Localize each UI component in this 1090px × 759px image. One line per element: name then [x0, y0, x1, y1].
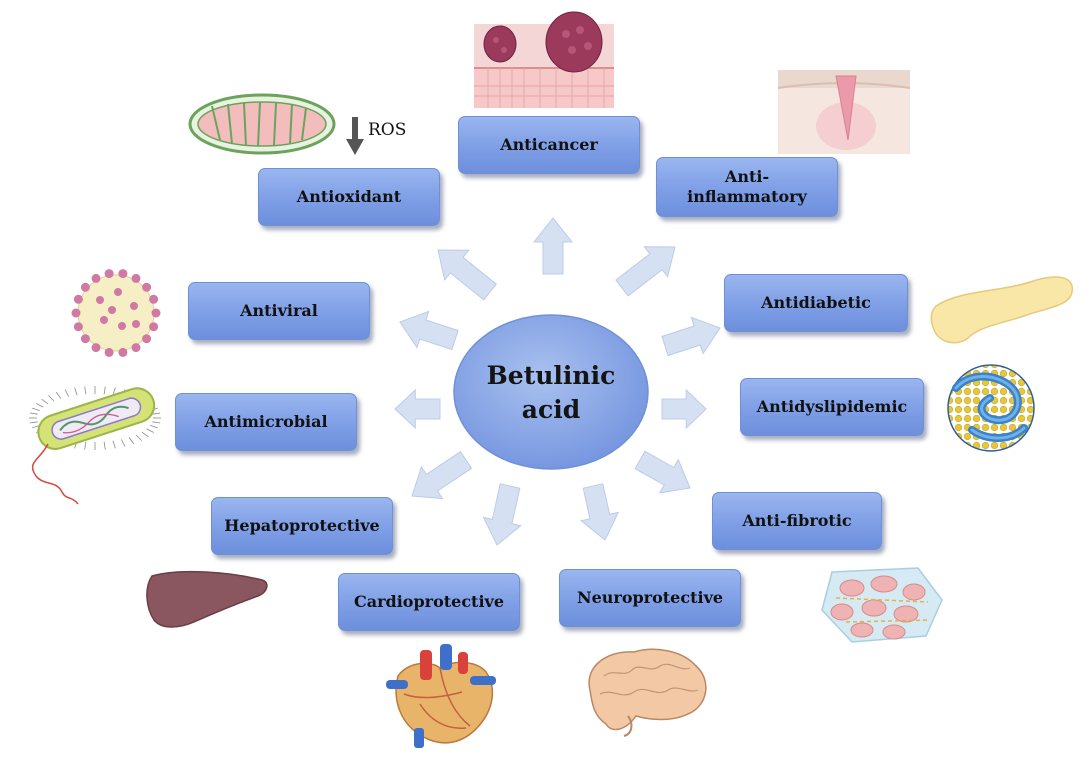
- brain-icon: [588, 648, 707, 737]
- neuroprotective-label: Neuroprotective: [576, 588, 724, 607]
- antioxidant-box: Antioxidant: [258, 168, 440, 226]
- arrow-to-neuroprotective: [580, 483, 620, 541]
- mitochondrion-icon: [188, 93, 336, 155]
- arrow-to-anti-inflammatory: [615, 246, 676, 297]
- heart-icon: [386, 644, 496, 748]
- anti-inflammatory-label-line2: inflammatory: [687, 187, 807, 206]
- arrow-group: [394, 217, 721, 546]
- arrow-to-hepatoprotective: [411, 451, 473, 500]
- inflamed-skin-icon: [777, 70, 911, 154]
- center-label-line1: Betulinic: [486, 361, 616, 390]
- antidyslipidemic-label: Antidyslipidemic: [756, 397, 908, 416]
- arrow-to-antidiabetic: [661, 316, 721, 357]
- anticancer-label: Anticancer: [500, 135, 598, 154]
- arrow-to-anti-fibrotic: [634, 450, 691, 494]
- antidiabetic-box: Antidiabetic: [724, 274, 908, 332]
- arrow-to-antimicrobial: [394, 388, 441, 430]
- center-label: Betulinic acid: [456, 318, 646, 468]
- fibrotic-tissue-icon: [821, 567, 943, 643]
- hepatoprotective-box: Hepatoprotective: [211, 497, 393, 555]
- antimicrobial-label: Antimicrobial: [204, 412, 328, 431]
- ros-label: ROS: [368, 120, 407, 140]
- virus-icon: [71, 269, 161, 357]
- cardioprotective-box: Cardioprotective: [338, 573, 520, 631]
- liver-icon: [146, 570, 268, 628]
- bacterium-icon: [29, 386, 161, 505]
- antiviral-label: Antiviral: [240, 301, 318, 320]
- arrow-to-anticancer: [532, 217, 574, 275]
- arrow-to-antidyslipidemic: [661, 388, 707, 430]
- antidiabetic-label: Antidiabetic: [761, 293, 871, 312]
- antimicrobial-box: Antimicrobial: [175, 393, 357, 451]
- ros-down-arrow-icon: [346, 117, 364, 155]
- betulinic-acid-circle: [453, 314, 649, 470]
- antidyslipidemic-box: Antidyslipidemic: [740, 378, 924, 436]
- neuroprotective-box: Neuroprotective: [559, 569, 741, 627]
- arrow-to-antiviral: [399, 310, 459, 351]
- anti-inflammatory-label-line1: Anti-: [724, 167, 770, 186]
- arrow-to-cardioprotective: [482, 483, 522, 546]
- antioxidant-label: Antioxidant: [296, 187, 402, 206]
- colon-tumor-icon: [474, 11, 614, 108]
- lipoprotein-icon: [947, 364, 1035, 452]
- anti-inflammatory-box: Anti- inflammatory: [656, 157, 838, 217]
- hepatoprotective-label: Hepatoprotective: [224, 516, 380, 535]
- arrow-to-antioxidant: [437, 249, 498, 301]
- cardioprotective-label: Cardioprotective: [353, 592, 504, 611]
- anti-fibrotic-label: Anti-fibrotic: [742, 511, 852, 530]
- center-label-line2: acid: [521, 395, 581, 424]
- pancreas-icon: [930, 276, 1073, 344]
- anti-fibrotic-box: Anti-fibrotic: [712, 492, 882, 550]
- anticancer-box: Anticancer: [458, 116, 640, 174]
- antiviral-box: Antiviral: [188, 282, 370, 340]
